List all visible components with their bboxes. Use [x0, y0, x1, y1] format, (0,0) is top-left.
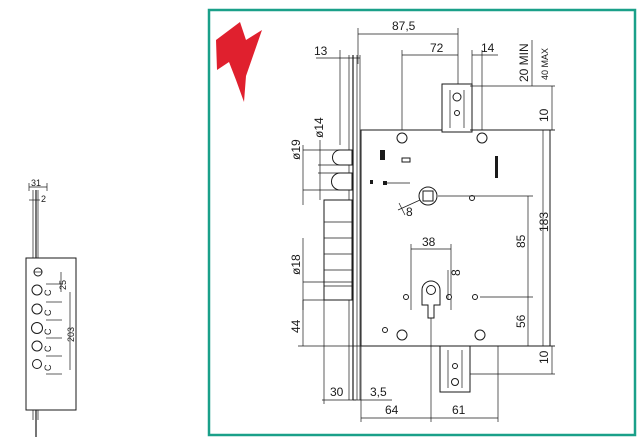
dim-13: 13 — [314, 44, 328, 58]
dim-20-min: 20 MIN — [517, 43, 531, 82]
side-dim-2: 2 — [41, 194, 46, 204]
dim-10-top: 10 — [537, 108, 551, 122]
side-dim-31: 31 — [31, 178, 41, 188]
side-dim-25: 25 — [58, 280, 68, 290]
dim-30: 30 — [330, 385, 344, 399]
dim-40-max: 40 MAX — [540, 48, 550, 80]
dim-10-bottom: 10 — [537, 350, 551, 364]
dim-64: 64 — [385, 403, 399, 417]
dim-dia-19: ø19 — [289, 139, 303, 160]
side-pins — [31, 267, 43, 369]
dim-72: 72 — [430, 41, 444, 55]
dim-183: 183 — [537, 212, 551, 232]
lightning-bolt-icon — [216, 22, 262, 102]
detail-frame — [207, 8, 637, 437]
side-pin-label: C — [43, 364, 53, 371]
main-view: 87,5 72 14 13 20 MIN 40 MAX 10 ø19 ø14 — [289, 19, 555, 422]
dim-square-8: 8 — [406, 205, 413, 219]
side-pin-label: C — [43, 328, 53, 335]
side-dim-203: 203 — [66, 327, 76, 342]
dim-38: 38 — [422, 235, 436, 249]
dim-87-5: 87,5 — [392, 19, 416, 33]
side-pin-label: C — [43, 309, 53, 316]
dim-85: 85 — [514, 234, 528, 248]
dim-3-5: 3,5 — [370, 385, 387, 399]
side-view: 31 2 C C C C C 25 — [25, 178, 77, 437]
side-pin-label: C — [43, 289, 53, 296]
dim-56: 56 — [514, 314, 528, 328]
dim-dia-14: ø14 — [312, 117, 326, 138]
dim-61: 61 — [452, 403, 466, 417]
side-pin-label: C — [43, 345, 53, 352]
dim-14-top: 14 — [481, 41, 495, 55]
dim-dia-18: ø18 — [289, 254, 303, 275]
dim-8: 8 — [449, 269, 463, 276]
dim-44: 44 — [289, 319, 303, 333]
